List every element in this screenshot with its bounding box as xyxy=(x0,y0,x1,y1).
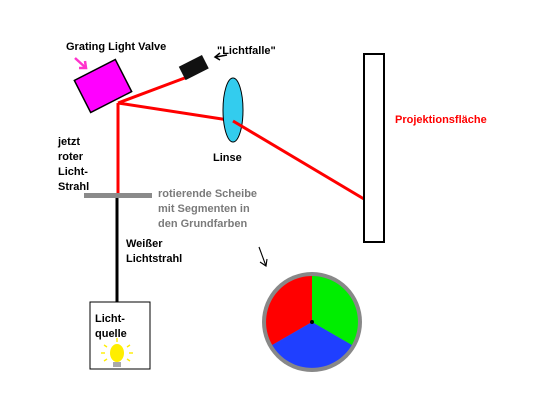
light-source-label: Licht- quelle xyxy=(95,313,127,340)
red-beam-to-trap xyxy=(117,74,191,105)
red-beam-to-screen xyxy=(232,119,365,201)
rotating-disc-label: rotierende Scheibe mit Segmenten in den … xyxy=(158,188,258,230)
light-trap xyxy=(178,54,209,81)
red-beam-to-lens xyxy=(117,101,236,123)
color-wheel xyxy=(262,272,362,372)
light-bulb-icon xyxy=(101,338,133,367)
grating-light-valve xyxy=(73,58,133,114)
disc-segment-blue xyxy=(272,322,352,368)
lens-label: Linse xyxy=(213,152,242,164)
white-beam-label: Weißer Lichtstrahl xyxy=(126,238,183,265)
grating-light-valve-label: Grating Light Valve xyxy=(66,41,167,53)
light-trap-label: "Lichtfalle" xyxy=(217,45,276,57)
light-source-box xyxy=(89,301,151,370)
projection-screen-label: Projektionsfläche xyxy=(395,114,487,126)
disc-segment-green xyxy=(312,276,358,345)
black-arrow-icon xyxy=(213,52,228,61)
projection-screen xyxy=(363,53,385,243)
lens xyxy=(222,77,244,143)
red-beam-label: jetzt roter Licht- Strahl xyxy=(58,136,90,193)
pink-arrow-icon xyxy=(74,57,88,70)
pointer-arrow-icon xyxy=(258,246,268,267)
disc-segment-red xyxy=(266,276,312,345)
rotating-disc-edge xyxy=(84,193,152,198)
